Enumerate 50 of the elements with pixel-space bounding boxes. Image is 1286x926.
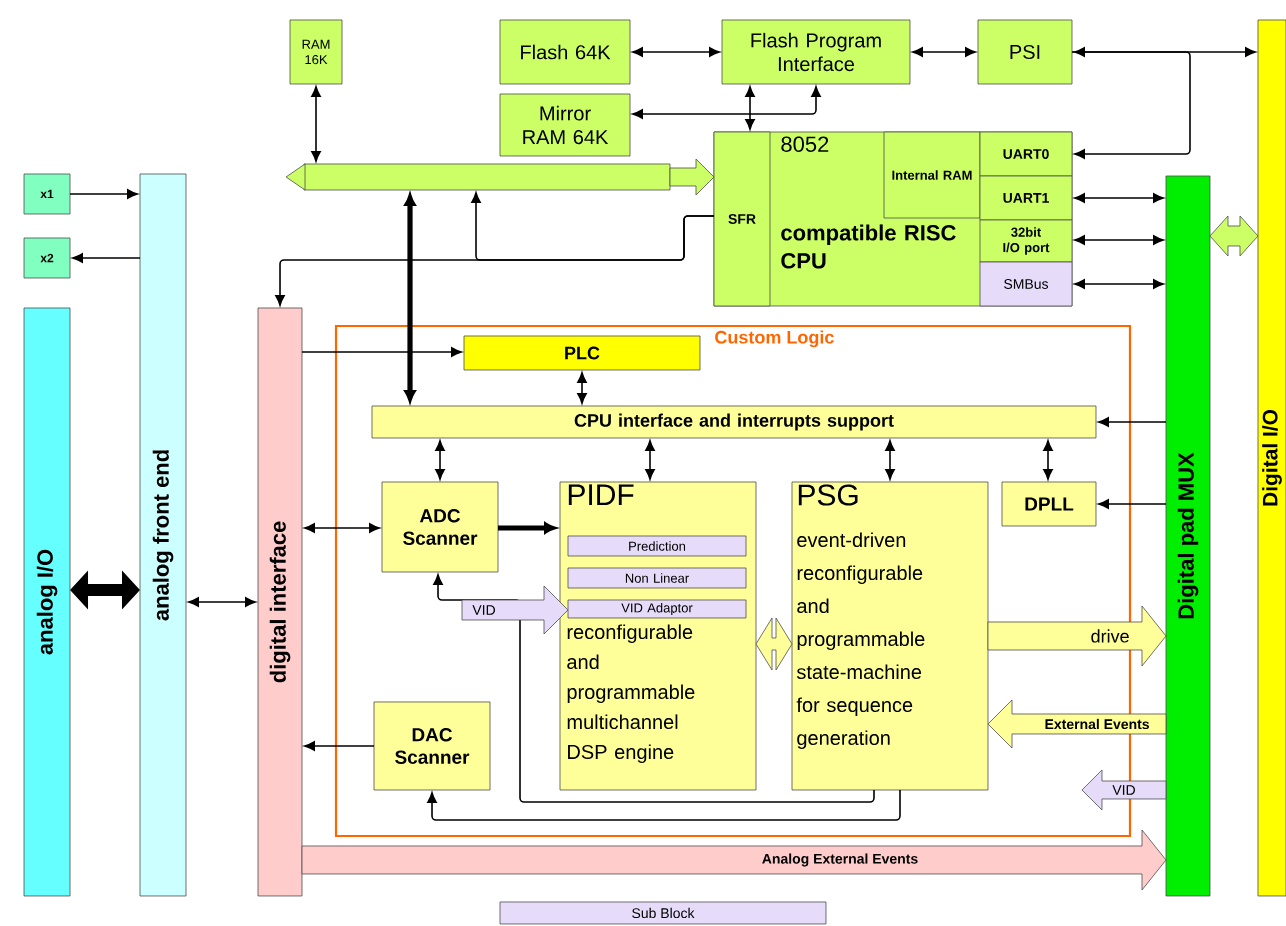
block-arrow [755,617,793,671]
vertical-bar: analog I/O [23,307,71,897]
logic-block: DAC Scanner [373,701,491,791]
block-arrow [669,158,715,196]
logic-block: ADC Scanner [381,481,499,573]
logic-block: DPLL [1001,481,1097,527]
block-arrow [1209,215,1259,257]
arrow [1074,235,1164,245]
vertical-bar: digital interface [257,307,303,897]
arrow [1071,51,1191,159]
logic-block: PLC [463,335,701,371]
arrow [1098,499,1167,509]
arrow [632,47,720,57]
arrow [69,189,138,199]
arrow [301,347,462,357]
edge-label: drive [1088,627,1132,645]
block-arrow [301,829,1167,891]
arrow [885,440,895,480]
arrow [70,570,140,610]
vertical-bar: Digital I/O [1257,19,1286,897]
interface-box: PSI [977,19,1073,85]
memory-box: Mirror RAM 64K [499,93,631,157]
arrow [645,440,655,480]
memory-box: Flash 64K [499,19,631,85]
arrow [1074,193,1164,203]
arrow [404,194,416,402]
arrow [577,372,587,404]
arrow [304,523,380,533]
arrow [1043,440,1053,480]
arrow [311,86,321,162]
logic-block: CPU interface and interrupts support [371,405,1097,439]
vertical-bar: Digital pad MUX [1165,175,1211,897]
arrow [745,86,755,130]
arrow [304,741,375,751]
state-machine-block: PSG event-driven reconfigurable and programmable state-machine for sequence generation [791,481,989,791]
vertical-bar: analog front end [139,173,187,897]
arrow [912,47,976,57]
interface-box: Flash Program Interface [721,19,911,85]
arrow [275,215,715,306]
arrow [1098,417,1167,427]
arrow [188,597,256,607]
arrow [632,86,821,119]
arrow [72,253,141,263]
arrow [435,440,445,480]
arrow [498,522,556,534]
arrow [427,789,901,821]
arrow [1074,47,1256,57]
block-arrow [987,605,1167,667]
bus-arrow [285,163,671,191]
arrow [1074,279,1164,289]
